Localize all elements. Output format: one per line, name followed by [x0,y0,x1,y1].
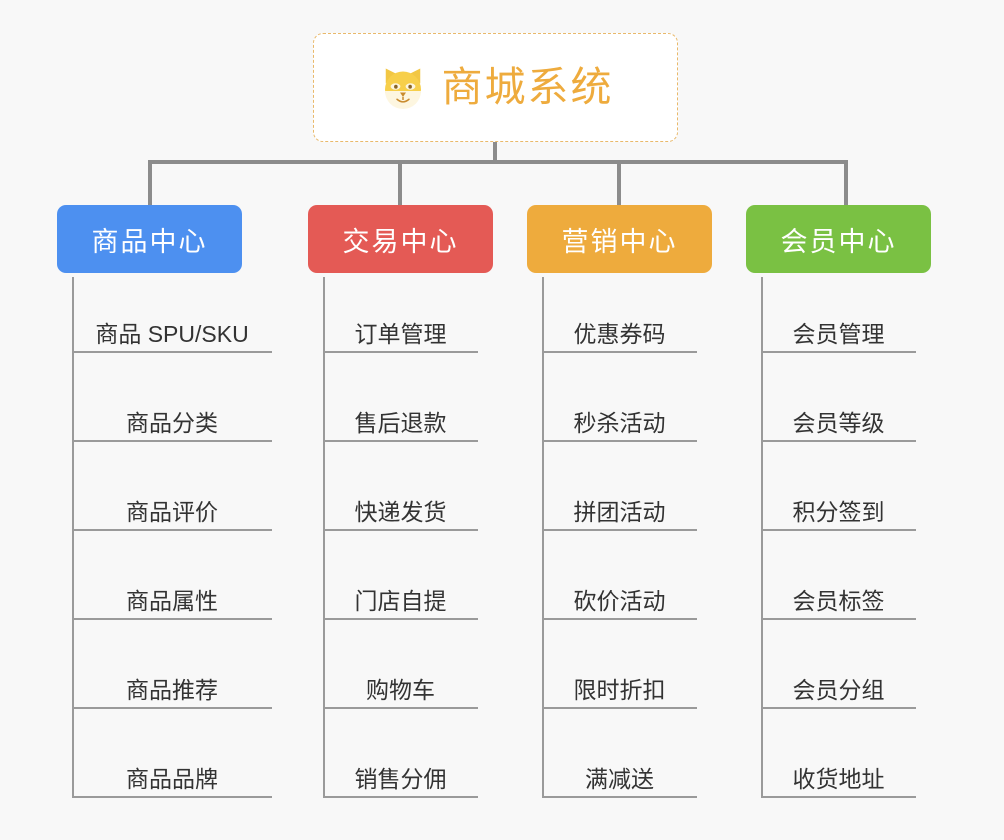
connector-drop-product-center [148,160,152,207]
leaf-item-label: 会员分组 [792,677,885,703]
leaf-item-label: 销售分佣 [354,766,447,792]
leaf-spine [761,277,763,798]
root-node[interactable]: 商城系统 [313,33,678,142]
leaf-item[interactable]: 销售分佣 [323,742,478,798]
leaf-item-underline [72,707,272,709]
leaf-item[interactable]: 门店自提 [323,564,478,620]
leaf-item-label: 满减送 [585,766,654,792]
leaf-item-label: 会员等级 [792,410,885,436]
category-title-product-center: 商品中心 [91,226,208,257]
category-box-marketing-center[interactable]: 营销中心 [527,205,712,273]
leaf-item-underline [542,351,697,353]
leaf-item-label: 订单管理 [354,321,447,347]
leaf-item-underline [542,796,697,798]
leaf-item-label: 会员标签 [792,588,885,614]
leaf-item-label: 商品属性 [126,588,218,614]
leaf-item-label: 商品分类 [126,410,218,436]
leaf-item-underline [761,529,916,531]
leaf-item[interactable]: 购物车 [323,653,478,709]
category-title-marketing-center: 营销中心 [561,226,678,257]
leaf-item-label: 拼团活动 [573,499,666,525]
connector-drop-member-center [844,160,848,207]
leaf-item-underline [761,351,916,353]
leaf-item-underline [761,707,916,709]
leaf-item-underline [323,351,478,353]
leaf-item-underline [72,618,272,620]
category-box-member-center[interactable]: 会员中心 [746,205,931,273]
leaf-item-underline [323,529,478,531]
leaf-item-label: 积分签到 [792,499,885,525]
leaf-item-underline [761,440,916,442]
leaf-item[interactable]: 满减送 [542,742,697,798]
leaf-item-label: 购物车 [366,677,435,703]
leaf-item-underline [323,707,478,709]
leaf-item-underline [323,618,478,620]
leaf-item[interactable]: 商品 SPU/SKU [72,297,272,353]
category-box-trade-center[interactable]: 交易中心 [308,205,493,273]
category-box-product-center[interactable]: 商品中心 [57,205,242,273]
leaf-item[interactable]: 商品品牌 [72,742,272,798]
leaf-item-underline [323,796,478,798]
connector-drop-trade-center [398,160,402,207]
leaf-item[interactable]: 砍价活动 [542,564,697,620]
leaf-item-underline [542,529,697,531]
category-title-trade-center: 交易中心 [342,226,459,257]
leaf-item-label: 商品评价 [126,499,218,525]
leaf-spine [323,277,325,798]
leaf-item[interactable]: 商品推荐 [72,653,272,709]
leaf-item-label: 快递发货 [354,499,447,525]
root-title: 商城系统 [441,64,614,110]
leaf-item-label: 商品品牌 [126,766,218,792]
leaf-item[interactable]: 商品分类 [72,386,272,442]
leaf-item[interactable]: 优惠券码 [542,297,697,353]
leaf-item-label: 秒杀活动 [573,410,666,436]
leaf-item[interactable]: 订单管理 [323,297,478,353]
leaf-item-label: 优惠券码 [573,321,666,347]
leaf-item-underline [72,796,272,798]
leaf-spine [542,277,544,798]
leaf-spine [72,277,74,798]
leaf-item[interactable]: 商品属性 [72,564,272,620]
leaf-item-underline [72,529,272,531]
leaf-item-underline [542,440,697,442]
leaf-item-label: 限时折扣 [573,677,666,703]
leaf-item[interactable]: 收货地址 [761,742,916,798]
leaf-item-underline [761,618,916,620]
leaf-item[interactable]: 限时折扣 [542,653,697,709]
leaf-item-label: 门店自提 [354,588,447,614]
leaf-item-underline [542,707,697,709]
dog-face-icon [384,68,421,109]
leaf-item[interactable]: 商品评价 [72,475,272,531]
leaf-item-underline [72,440,272,442]
leaf-item-label: 商品推荐 [126,677,218,703]
leaf-item[interactable]: 积分签到 [761,475,916,531]
leaf-item[interactable]: 拼团活动 [542,475,697,531]
leaf-item-underline [542,618,697,620]
leaf-item-underline [323,440,478,442]
leaf-item[interactable]: 会员管理 [761,297,916,353]
leaf-item[interactable]: 秒杀活动 [542,386,697,442]
leaf-item[interactable]: 会员等级 [761,386,916,442]
leaf-item[interactable]: 会员标签 [761,564,916,620]
leaf-item[interactable]: 快递发货 [323,475,478,531]
category-title-member-center: 会员中心 [780,226,897,257]
leaf-item-label: 会员管理 [792,321,885,347]
leaf-item[interactable]: 会员分组 [761,653,916,709]
leaf-item-label: 收货地址 [792,766,885,792]
leaf-item-label: 商品 SPU/SKU [95,321,249,347]
connector-horizontal-bus [148,160,848,164]
leaf-item-underline [761,796,916,798]
connector-drop-marketing-center [617,160,621,207]
leaf-item-underline [72,351,272,353]
leaf-item[interactable]: 售后退款 [323,386,478,442]
leaf-item-label: 售后退款 [354,410,447,436]
leaf-item-label: 砍价活动 [573,588,666,614]
connector-root-stem [493,142,497,164]
